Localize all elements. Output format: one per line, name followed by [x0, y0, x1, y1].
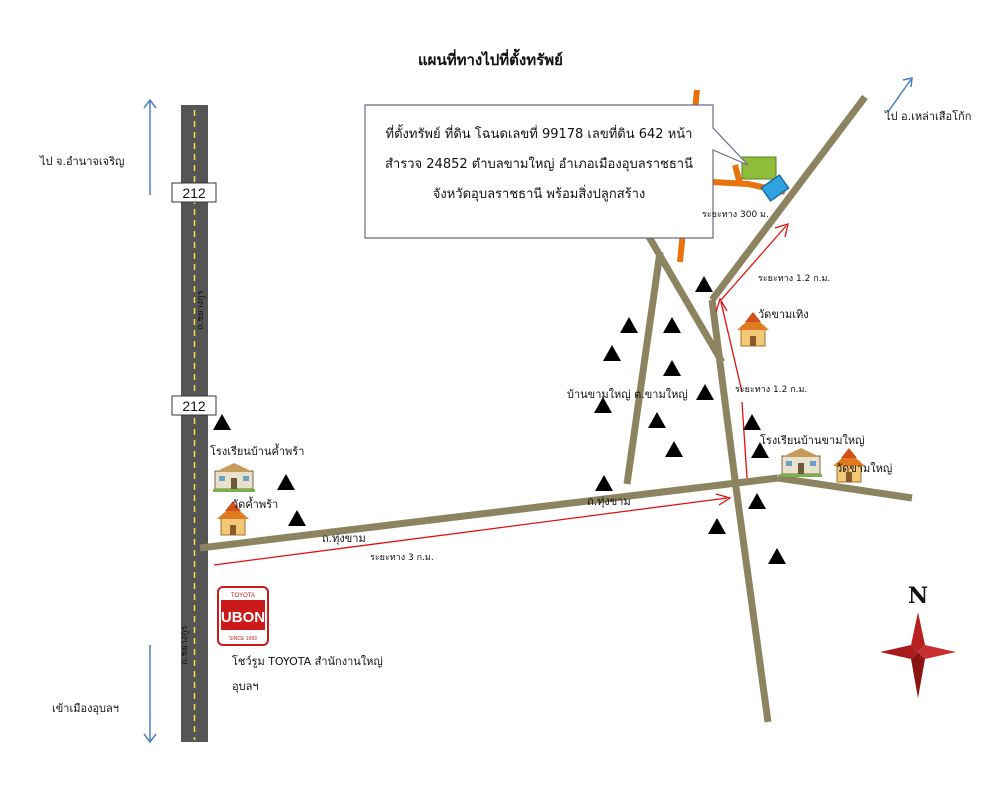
triangle-marker	[595, 475, 613, 491]
logo-brand: TOYOTA	[231, 593, 255, 599]
label-distance-1-2km-b: ระยะทาง 1.2 ก.ม.	[735, 385, 807, 395]
highway-shield-bottom: 212	[171, 395, 217, 416]
triangle-marker	[663, 360, 681, 376]
label-distance-3km: ระยะทาง 3 ก.ม.	[370, 553, 434, 563]
north-label: N	[908, 583, 928, 609]
callout-line-1: ที่ตั้งทรัพย์ ที่ดิน โฉนดเลขที่ 99178 เล…	[386, 124, 693, 142]
highway-number-bottom: 212	[182, 398, 206, 414]
road-name-top: ถ.ชยางกูร	[196, 290, 206, 330]
arrow-to-amnat	[143, 98, 157, 195]
triangle-marker	[603, 345, 621, 361]
label-to-amnat: ไป จ.อำนาจเจริญ	[39, 155, 124, 168]
route-path	[213, 223, 789, 566]
temple-icon	[833, 448, 865, 483]
local-roads	[199, 94, 913, 723]
label-to-city: เข้าเมืองอุบลฯ	[52, 702, 119, 715]
label-road-thung-kham-2: ถ.ทุ่งขาม	[587, 495, 631, 508]
label-distance-1-2km-a: ระยะทาง 1.2 ก.ม.	[758, 274, 830, 284]
toyota-ubon-logo: TOYOTA UBON SINCE 1993	[217, 586, 269, 646]
triangle-marker	[594, 397, 612, 413]
highway-212	[181, 105, 208, 742]
map-title: แผนที่ทางไปที่ตั้งทรัพย์	[418, 51, 563, 69]
triangle-marker	[663, 317, 681, 333]
label-road-thung-kham-1: ถ.ทุ่งขาม	[322, 532, 366, 545]
label-school-khampra: โรงเรียนบ้านค้ำพร้า	[210, 443, 304, 458]
arrow-to-lao-suea-kok	[887, 77, 913, 113]
landmark-triangles	[213, 276, 786, 564]
callout-line-3: จังหวัดอุบลราชธานี พร้อมสิ่งปลูกสร้าง	[433, 185, 646, 202]
triangle-marker	[665, 441, 683, 457]
triangle-marker	[213, 414, 231, 430]
label-to-lao-suea-kok: ไป อ.เหล่าเสือโก้ก	[884, 109, 971, 123]
triangle-marker	[708, 518, 726, 534]
school-icon	[213, 463, 255, 492]
property-marker	[741, 156, 790, 202]
temple-icon	[737, 312, 769, 347]
triangle-marker	[751, 442, 769, 458]
road-name-bottom: ถ.ชยางกูร	[180, 625, 190, 665]
highway-number-top: 212	[182, 185, 206, 201]
label-school-khamyai: โรงเรียนบ้านขามใหญ่	[760, 433, 864, 447]
triangle-marker	[288, 510, 306, 526]
temple-icon	[217, 501, 249, 536]
label-toyota-2: อุบลฯ	[232, 680, 259, 693]
triangle-marker	[743, 414, 761, 430]
compass-rose: N	[880, 583, 956, 698]
label-temple-khampra: วัดค้ำพร้า	[232, 496, 278, 511]
triangle-marker	[748, 493, 766, 509]
callout-line-2: สำรวจ 24852 ตำบลขามใหญ่ อำเภอเมืองอุบลรา…	[385, 156, 693, 172]
logo-name: UBON	[221, 609, 265, 626]
label-distance-300m: ระยะทาง 300 ม.	[702, 210, 769, 220]
label-toyota: โชว์รูม TOYOTA สำนักงานใหญ่	[232, 654, 383, 668]
school-icon	[780, 448, 822, 477]
highway-shield-top: 212	[171, 182, 217, 203]
triangle-marker	[768, 548, 786, 564]
triangle-marker	[696, 384, 714, 400]
arrow-to-city	[143, 645, 157, 744]
property-callout: ที่ตั้งทรัพย์ ที่ดิน โฉนดเลขที่ 99178 เล…	[364, 104, 749, 239]
label-temple-khamthoeng: วัดขามเทิง	[758, 308, 809, 321]
triangle-marker	[620, 317, 638, 333]
triangle-marker	[648, 412, 666, 428]
triangle-marker	[695, 276, 713, 292]
logo-since: SINCE 1993	[229, 636, 257, 642]
label-village-khamyai: บ้านขามใหญ่ ต.ขามใหญ่	[567, 388, 688, 401]
label-temple-khamyai: วัดขามใหญ่	[836, 462, 892, 475]
triangle-marker	[277, 474, 295, 490]
